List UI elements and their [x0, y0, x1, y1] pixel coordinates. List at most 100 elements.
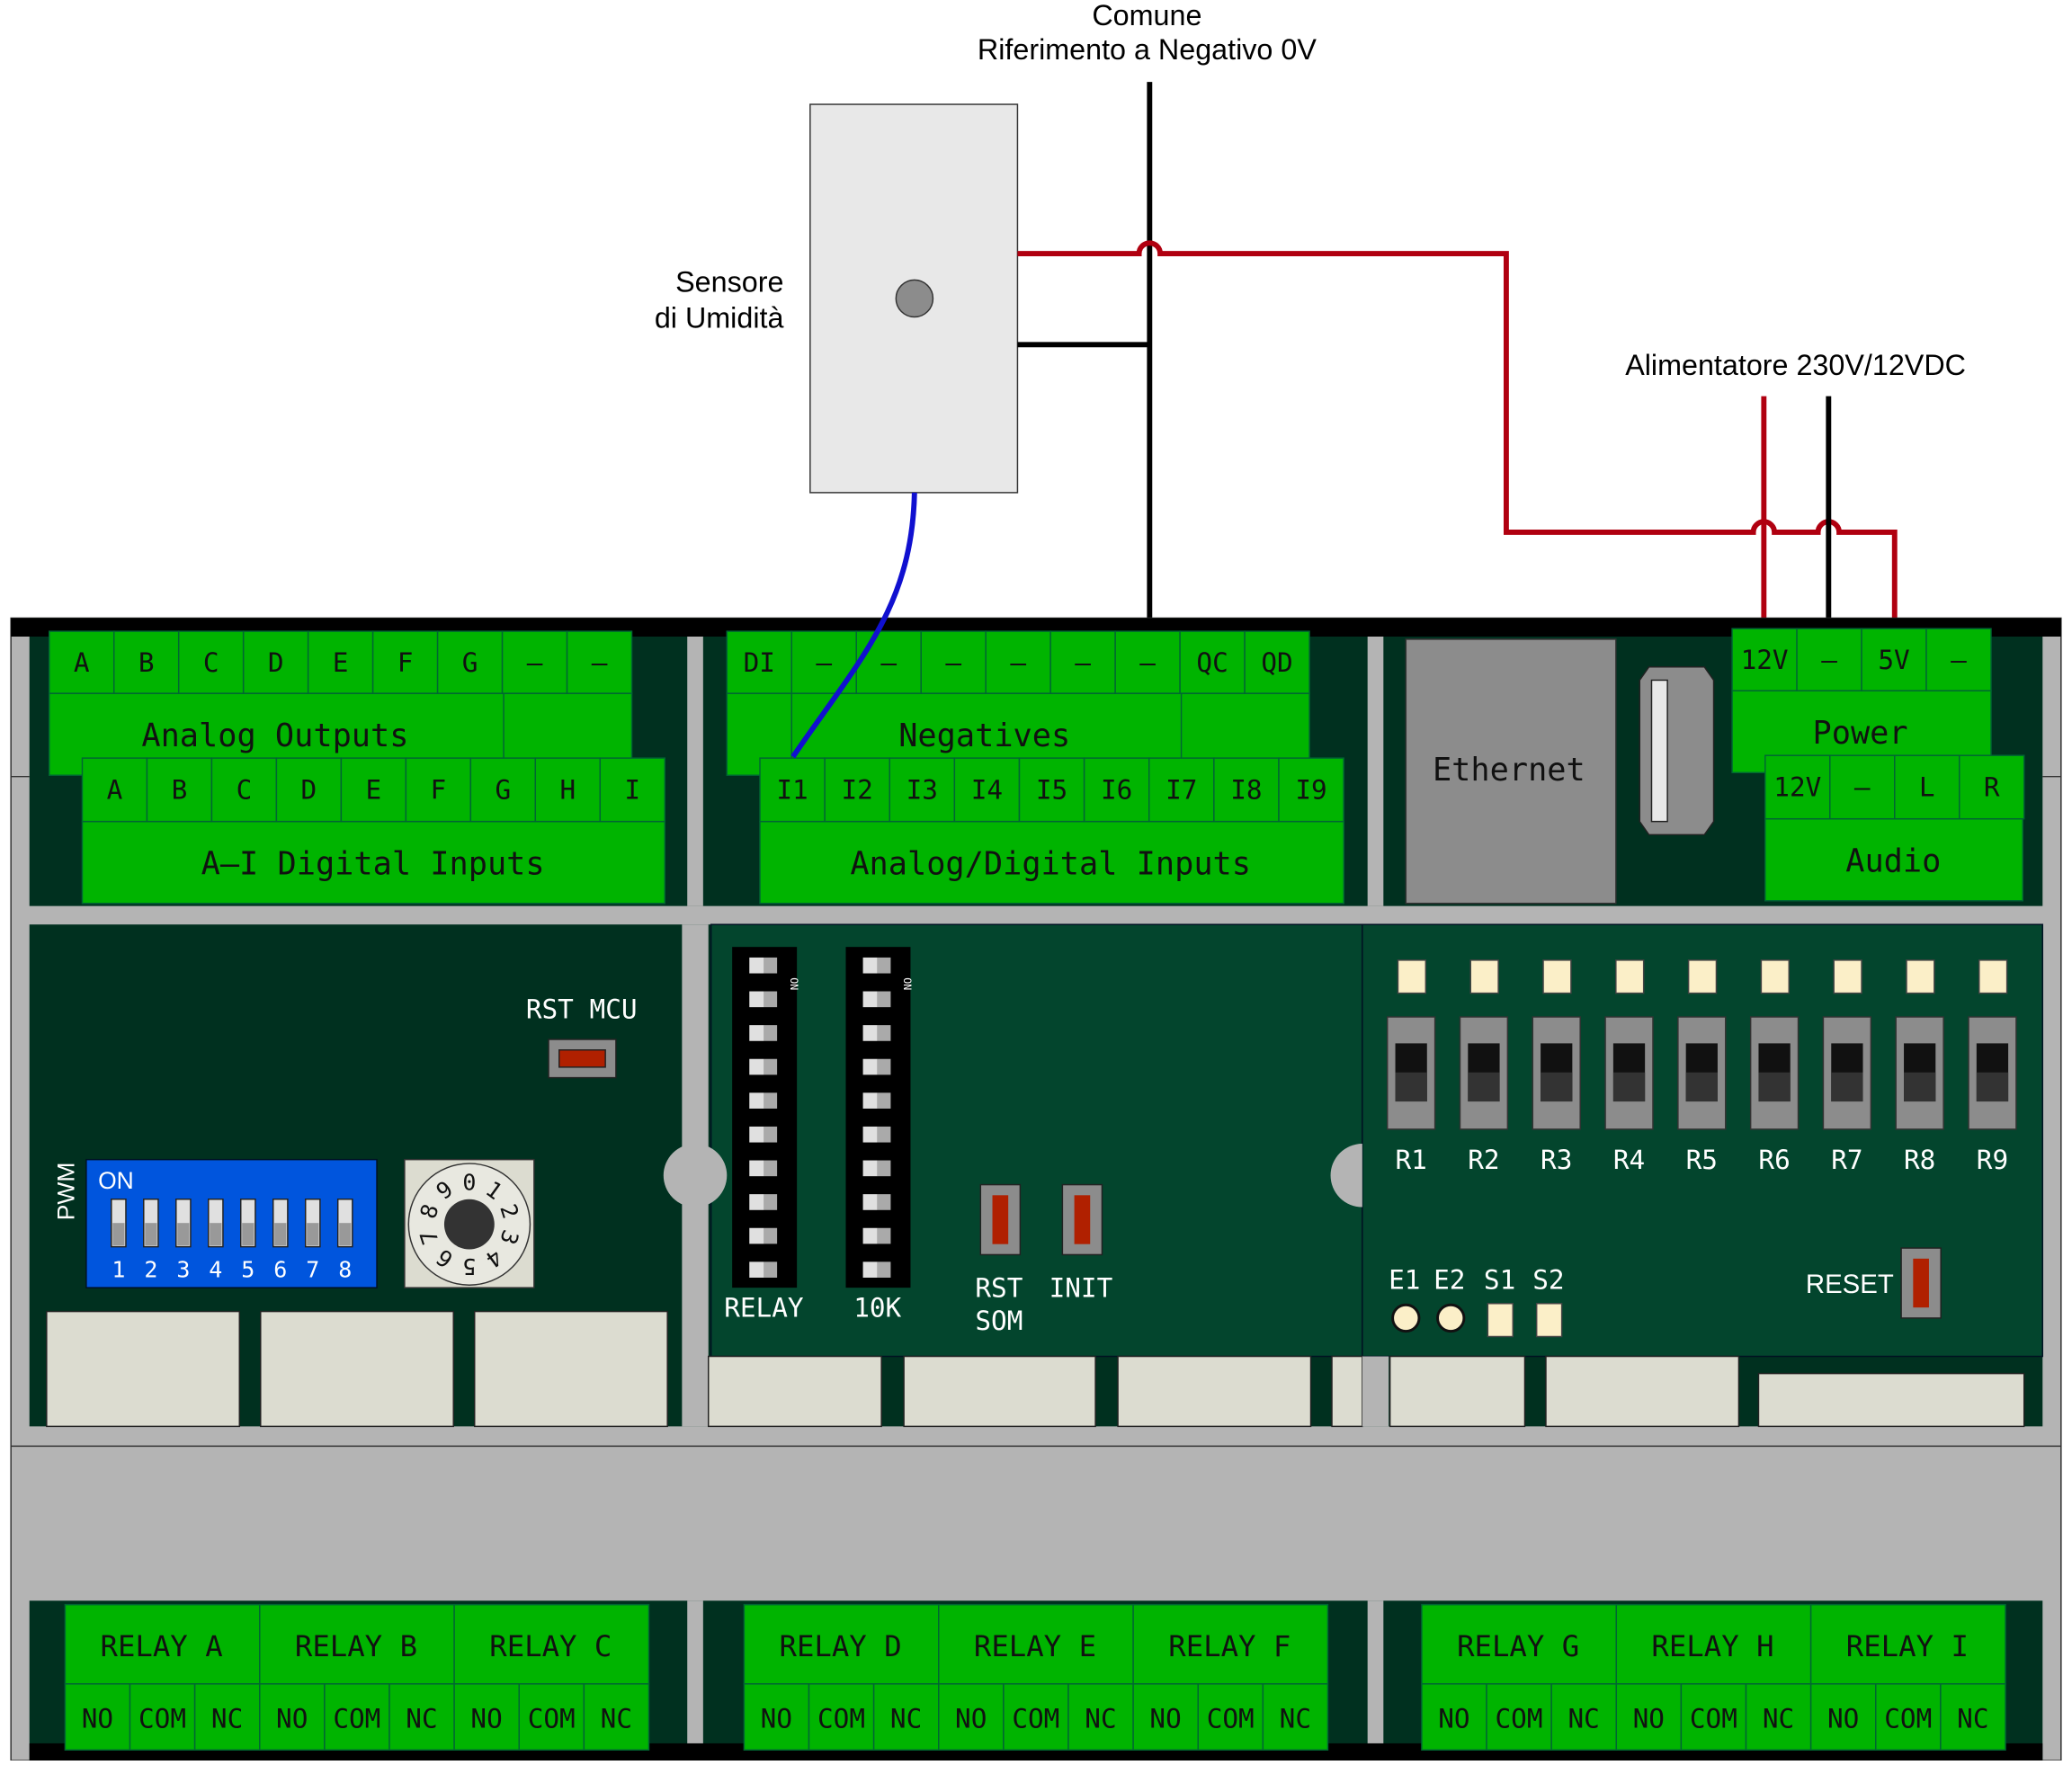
relay-terminal-label: NC: [1085, 1703, 1116, 1734]
audio-terminal[interactable]: [1959, 754, 2025, 820]
relay-terminal[interactable]: [1421, 1683, 1487, 1751]
relay-terminal[interactable]: [388, 1683, 455, 1751]
relay-terminal[interactable]: [1615, 1683, 1683, 1751]
digital-input-terminal[interactable]: [146, 757, 213, 823]
dip-pack-toggle[interactable]: [862, 957, 878, 974]
dip-pack-toggle[interactable]: [749, 1025, 764, 1041]
relay-terminal[interactable]: [64, 1683, 131, 1751]
audio-terminal[interactable]: [1764, 754, 1831, 820]
ethernet-port[interactable]: [1405, 638, 1617, 905]
analog-outputs-label: Analog Outputs: [141, 718, 408, 754]
analog-digital-input-terminal-label: I9: [1295, 775, 1326, 806]
negative-terminal[interactable]: [1114, 630, 1181, 694]
connector-housing: [707, 1355, 882, 1428]
digital-input-terminal[interactable]: [405, 757, 472, 823]
indicator-led: [1436, 1303, 1466, 1333]
relay-terminal[interactable]: [808, 1683, 875, 1751]
dip-pack-toggle[interactable]: [862, 1126, 878, 1143]
power-supply-label: Alimentatore 230V/12VDC: [1625, 349, 1966, 381]
negative-terminal[interactable]: [920, 630, 987, 694]
sensor-signal-wire: [790, 492, 917, 759]
analog-output-terminal[interactable]: [307, 630, 374, 694]
analog-digital-input-terminal[interactable]: [759, 757, 826, 823]
relay-terminal[interactable]: [872, 1683, 940, 1751]
relay-terminal[interactable]: [1809, 1683, 1877, 1751]
analog-output-terminal[interactable]: [371, 630, 439, 694]
power-terminal[interactable]: [1731, 628, 1798, 691]
analog-digital-input-terminal[interactable]: [1018, 757, 1085, 823]
negative-terminal[interactable]: [726, 630, 792, 694]
dip-pack-toggle[interactable]: [862, 991, 878, 1008]
dip-pack-toggle[interactable]: [749, 1160, 764, 1177]
dip-pack-toggle[interactable]: [862, 1092, 878, 1109]
analog-digital-input-terminal[interactable]: [889, 757, 956, 823]
analog-output-terminal[interactable]: [436, 630, 504, 694]
dip-pack-toggle[interactable]: [862, 1025, 878, 1041]
relay-terminal[interactable]: [938, 1683, 1005, 1751]
relay-terminal[interactable]: [193, 1683, 261, 1751]
connector-housing: [260, 1310, 454, 1428]
dip-pack-toggle[interactable]: [862, 1227, 878, 1244]
relay-terminal[interactable]: [1745, 1683, 1812, 1751]
analog-digital-input-terminal[interactable]: [1278, 757, 1344, 823]
analog-output-terminal[interactable]: [49, 630, 115, 694]
dip-pack-toggle[interactable]: [749, 1194, 764, 1210]
dip-pack-toggle[interactable]: [749, 1261, 764, 1278]
indicator-label: E2: [1433, 1265, 1465, 1296]
negative-terminal[interactable]: [985, 630, 1051, 694]
relay-terminal[interactable]: [1940, 1683, 2006, 1751]
negative-terminal[interactable]: [1179, 630, 1246, 694]
rotary-knob[interactable]: [443, 1199, 495, 1250]
digital-input-terminal[interactable]: [275, 757, 343, 823]
dip-pack-toggle[interactable]: [749, 1092, 764, 1109]
dip-pack-toggle[interactable]: [749, 991, 764, 1008]
power-terminal[interactable]: [1925, 628, 1992, 691]
analog-digital-input-terminal[interactable]: [1213, 757, 1280, 823]
dip-pack-toggle[interactable]: [749, 1058, 764, 1075]
analog-digital-input-terminal[interactable]: [953, 757, 1021, 823]
relay-terminal[interactable]: [1197, 1683, 1264, 1751]
dip-pack-toggle[interactable]: [862, 1261, 878, 1278]
digital-input-terminal[interactable]: [534, 757, 602, 823]
dip-pack-toggle[interactable]: [749, 957, 764, 974]
relay-terminal[interactable]: [453, 1683, 520, 1751]
negative-terminal[interactable]: [1244, 630, 1310, 694]
negative-terminal-label: –: [1139, 647, 1156, 678]
power-terminal[interactable]: [1861, 628, 1927, 691]
relay-terminal[interactable]: [324, 1683, 390, 1751]
analog-output-terminal[interactable]: [501, 630, 568, 694]
usb-port[interactable]: [1639, 666, 1715, 836]
digital-input-terminal[interactable]: [210, 757, 278, 823]
relay-terminal-label: COM: [817, 1703, 865, 1734]
relay-terminal[interactable]: [1262, 1683, 1329, 1751]
relay-name: RELAY F: [1168, 1629, 1291, 1663]
analog-digital-input-terminal[interactable]: [1083, 757, 1150, 823]
relay-led: [1833, 959, 1862, 994]
dip-pack-toggle[interactable]: [862, 1160, 878, 1177]
digital-input-terminal-label: F: [430, 775, 446, 806]
analog-output-terminal[interactable]: [566, 630, 633, 694]
relay-terminal[interactable]: [1680, 1683, 1747, 1751]
dip-pack-toggle[interactable]: [862, 1194, 878, 1210]
negative-terminal[interactable]: [1049, 630, 1116, 694]
pwm-dip-number: 1: [112, 1256, 125, 1282]
relay-terminal[interactable]: [1067, 1683, 1134, 1751]
digital-input-terminal[interactable]: [599, 757, 665, 823]
relay-terminal[interactable]: [259, 1683, 326, 1751]
analog-output-terminal[interactable]: [112, 630, 180, 694]
relay-terminal[interactable]: [129, 1683, 196, 1751]
analog-digital-input-terminal[interactable]: [1148, 757, 1215, 823]
relay-terminal[interactable]: [1132, 1683, 1199, 1751]
digital-input-terminal-label: G: [495, 775, 511, 806]
dip-pack-toggle[interactable]: [749, 1227, 764, 1244]
analog-output-terminal[interactable]: [242, 630, 309, 694]
analog-digital-input-terminal[interactable]: [824, 757, 890, 823]
audio-terminal[interactable]: [1894, 754, 1960, 820]
dip-pack-toggle[interactable]: [749, 1126, 764, 1143]
relay-terminal[interactable]: [743, 1683, 810, 1751]
dip-pack-toggle[interactable]: [862, 1058, 878, 1075]
relay-terminal[interactable]: [518, 1683, 585, 1751]
relay-terminal[interactable]: [583, 1683, 650, 1751]
relay-terminal[interactable]: [1550, 1683, 1618, 1751]
